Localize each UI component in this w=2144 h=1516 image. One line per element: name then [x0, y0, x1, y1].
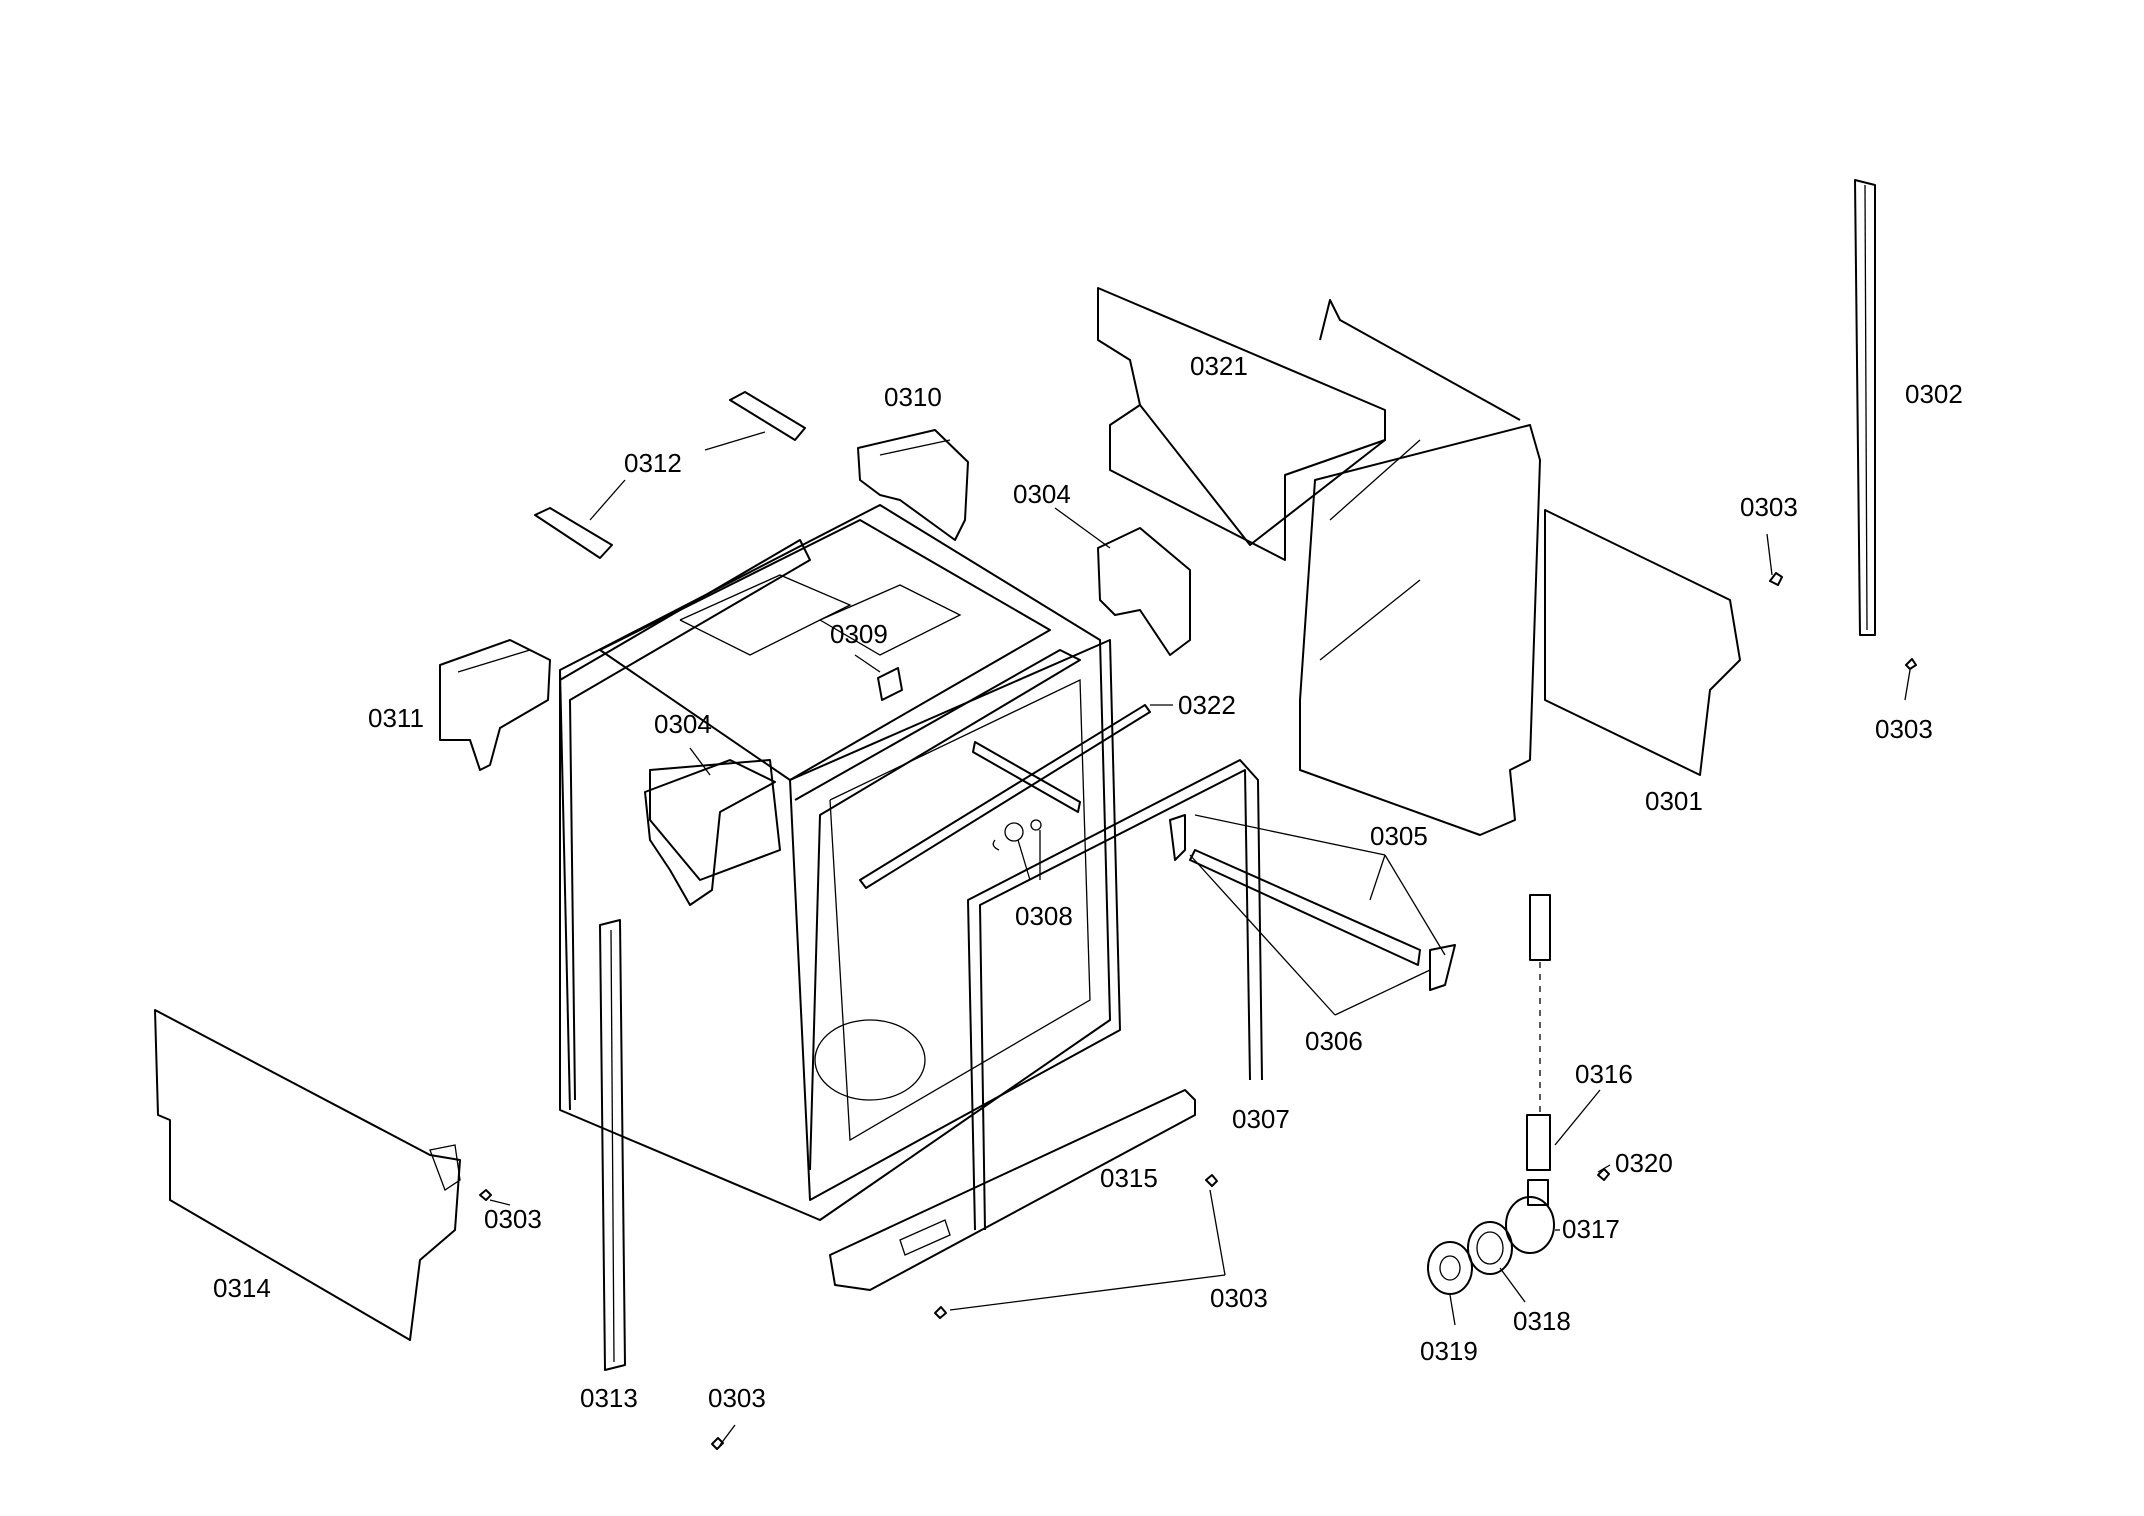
bracket-0304-upper: [1097, 527, 1191, 656]
side-panel-0321: [1097, 287, 1741, 836]
bracket-0311: [439, 639, 551, 771]
clips-0312: [534, 391, 806, 559]
label-0314: 0314: [213, 1273, 271, 1303]
label-0308: 0308: [1015, 901, 1073, 931]
kick-plate-0314: [154, 1009, 461, 1341]
leader-lines: [489, 431, 1911, 1446]
label-0303-d: 0303: [484, 1204, 542, 1234]
label-0310: 0310: [884, 382, 942, 412]
rail-0322: [859, 704, 1151, 889]
label-0317: 0317: [1562, 1214, 1620, 1244]
label-0322: 0322: [1178, 690, 1236, 720]
label-0311: 0311: [368, 703, 424, 733]
label-0304-b: 0304: [654, 709, 712, 739]
label-0305: 0305: [1370, 821, 1428, 851]
strip-0313: [599, 919, 626, 1371]
label-0307: 0307: [1232, 1104, 1290, 1134]
label-0304-a: 0304: [1013, 479, 1071, 509]
label-0309: 0309: [830, 619, 888, 649]
label-0318: 0318: [1513, 1306, 1571, 1336]
label-0303-b: 0303: [1875, 714, 1933, 744]
label-0301: 0301: [1645, 786, 1703, 816]
label-0303-a: 0303: [1740, 492, 1798, 522]
rail-0305: [1169, 814, 1456, 991]
tub-body: [559, 504, 1121, 1221]
side-strip-0302: [1854, 179, 1876, 636]
ring-0318: [1467, 1221, 1513, 1275]
fitting-0317: [1505, 1179, 1555, 1254]
clip-0309: [877, 667, 903, 701]
door-frame: [559, 539, 1081, 1171]
hose-0316: [1526, 894, 1551, 1171]
label-0321: 0321: [1190, 351, 1248, 381]
label-0319: 0319: [1420, 1336, 1478, 1366]
label-0320: 0320: [1615, 1148, 1673, 1178]
label-0303-c: 0303: [1210, 1283, 1268, 1313]
label-0302: 0302: [1905, 379, 1963, 409]
bracket-0310: [857, 429, 969, 541]
label-0306: 0306: [1305, 1026, 1363, 1056]
label-0315: 0315: [1100, 1163, 1158, 1193]
base-plate-0315: [829, 1089, 1196, 1291]
label-0316: 0316: [1575, 1059, 1633, 1089]
screws: [479, 572, 1917, 1450]
bracket-0304-lower: [644, 759, 776, 906]
callout-labels: 0321 0302 0303 0303 0301 0310 0312 0304 …: [213, 351, 1963, 1413]
fasteners-0308: [992, 819, 1042, 851]
gasket-0307: [967, 759, 1263, 1231]
label-0313: 0313: [580, 1383, 638, 1413]
label-0303-e: 0303: [708, 1383, 766, 1413]
label-0312: 0312: [624, 448, 682, 478]
cap-0319: [1427, 1241, 1473, 1295]
